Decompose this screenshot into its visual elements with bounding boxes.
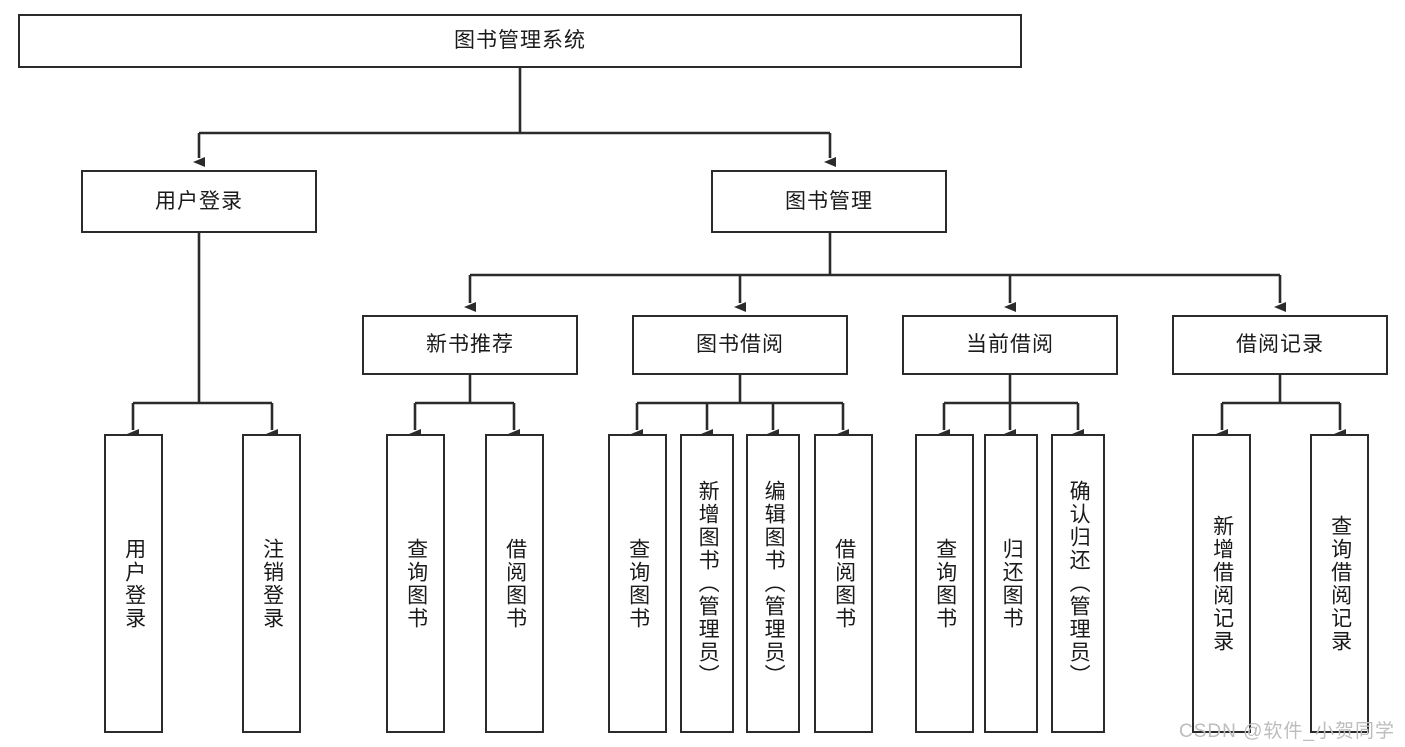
node-leaf-borrow-book-newbook[interactable]: 借阅图书	[485, 434, 544, 733]
node-leaf-add-book-admin[interactable]: 新增图书（管理员）	[680, 434, 734, 733]
node-label: 用户登录	[155, 189, 243, 213]
node-leaf-return-book[interactable]: 归还图书	[984, 434, 1038, 733]
node-label: 新增借阅记录	[1210, 514, 1234, 653]
node-label: 查询图书	[933, 537, 957, 630]
node-user-login[interactable]: 用户登录	[81, 170, 317, 233]
node-label: 借阅记录	[1236, 333, 1324, 357]
node-label: 图书管理	[785, 189, 873, 213]
node-leaf-query-book-newbook[interactable]: 查询图书	[386, 434, 445, 733]
node-leaf-edit-book-admin[interactable]: 编辑图书（管理员）	[746, 434, 800, 733]
node-book-borrowing[interactable]: 图书借阅	[632, 315, 848, 375]
csdn-watermark: CSDN @软件_小贺同学	[1179, 721, 1395, 742]
node-leaf-confirm-return-admin[interactable]: 确认归还（管理员）	[1051, 434, 1105, 733]
node-book-management[interactable]: 图书管理	[711, 170, 947, 233]
node-label: 查询图书	[626, 537, 650, 630]
node-leaf-query-book-current[interactable]: 查询图书	[915, 434, 974, 733]
node-leaf-user-login[interactable]: 用户登录	[104, 434, 163, 733]
node-leaf-add-borrow-record[interactable]: 新增借阅记录	[1192, 434, 1251, 733]
node-label: 图书借阅	[696, 333, 784, 357]
node-label: 新增图书（管理员）	[696, 480, 720, 687]
node-leaf-logout[interactable]: 注销登录	[242, 434, 301, 733]
node-leaf-query-book-borrow[interactable]: 查询图书	[608, 434, 667, 733]
node-label: 借阅图书	[503, 537, 527, 630]
node-label: 当前借阅	[966, 333, 1054, 357]
node-label: 借阅图书	[832, 537, 856, 630]
node-label: 编辑图书（管理员）	[762, 480, 786, 687]
node-label: 新书推荐	[426, 333, 514, 357]
node-label: 查询图书	[404, 537, 428, 630]
node-root-book-management-system[interactable]: 图书管理系统	[18, 14, 1022, 68]
node-current-borrowing[interactable]: 当前借阅	[902, 315, 1118, 375]
node-label: 确认归还（管理员）	[1067, 480, 1091, 687]
node-label: 查询借阅记录	[1328, 514, 1352, 653]
node-leaf-borrow-book[interactable]: 借阅图书	[814, 434, 873, 733]
node-label: 图书管理系统	[454, 29, 586, 53]
node-leaf-query-borrow-record[interactable]: 查询借阅记录	[1310, 434, 1369, 733]
node-label: 归还图书	[1000, 537, 1024, 630]
node-label: 注销登录	[260, 537, 284, 630]
node-new-book-recommendation[interactable]: 新书推荐	[362, 315, 578, 375]
node-borrowing-records[interactable]: 借阅记录	[1172, 315, 1388, 375]
node-label: 用户登录	[122, 537, 146, 630]
